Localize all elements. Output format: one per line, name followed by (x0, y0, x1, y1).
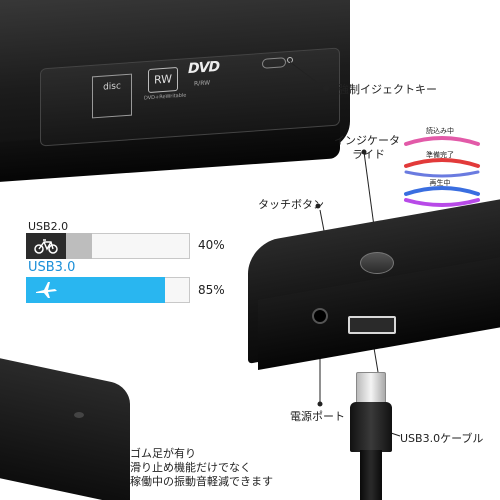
usb3-cable-plug (356, 372, 386, 404)
usb2-percent: 40% (198, 238, 225, 252)
eject-key-label: 強制イジェクトキー (338, 83, 437, 96)
usb3-label: USB3.0 (28, 260, 76, 275)
usb3-cable-body (350, 402, 392, 452)
indicator-arc-ready-blue (404, 170, 480, 178)
rubber-foot-label-line3: 稼働中の振動音軽減できます (130, 475, 273, 488)
usb2-speed-bar (26, 233, 190, 259)
airplane-icon (26, 277, 66, 303)
indicator-arc-purple (404, 198, 480, 207)
eject-leader (289, 61, 323, 87)
touch-button-label: タッチボタン (258, 198, 324, 211)
indicator-state-label: 読込み中 (426, 127, 454, 135)
usb3-speed-bar (26, 277, 190, 303)
indicator-arc-reading (404, 136, 480, 146)
touch-button[interactable] (360, 252, 394, 274)
rubber-foot (74, 412, 84, 418)
indicator-arc-playing (404, 186, 480, 196)
indicator-arc-ready (404, 158, 480, 168)
indicator-label-line1: インジケータ (334, 134, 400, 147)
indicator-legend (404, 136, 480, 207)
usb3-cable-label: USB3.0ケーブル (400, 432, 484, 445)
eject-leader-dot (323, 85, 329, 91)
rubber-foot-label-line1: ゴム足が有り (130, 447, 196, 460)
usb3-port[interactable] (348, 316, 396, 334)
usb3-cable-wire (360, 450, 382, 500)
indicator-state-label: 再生中 (429, 179, 451, 187)
power-port-label: 電源ポート (290, 410, 345, 423)
indicator-state-label: 準備完了 (426, 151, 454, 159)
bicycle-icon (26, 233, 66, 259)
usb2-label: USB2.0 (28, 220, 69, 233)
usb3-percent: 85% (198, 283, 225, 297)
power-port[interactable] (312, 308, 328, 324)
indicator-label-line2: ライド (352, 148, 385, 161)
rubber-foot-label-line2: 滑り止め機能だけでなく (130, 461, 251, 474)
